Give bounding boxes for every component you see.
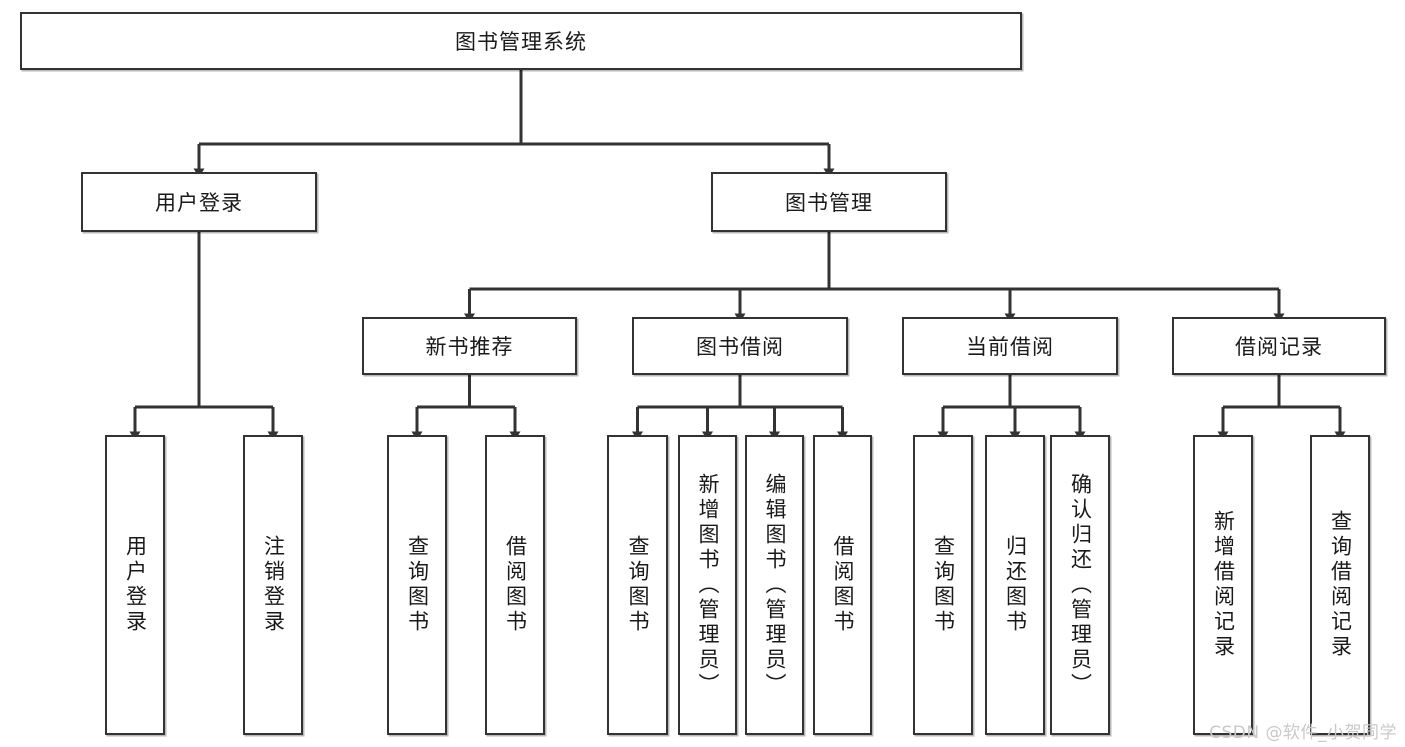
node-label: 编辑图书（管理员） <box>763 472 787 698</box>
node-user-login: 用户登录 <box>81 172 317 232</box>
node-book-manage: 图书管理 <box>711 172 947 232</box>
node-label: 用户登录 <box>123 535 148 635</box>
node-label: 借阅图书 <box>831 535 855 635</box>
node-leaf-add-borrow-record: 新增借阅记录 <box>1193 435 1253 735</box>
node-label: 确认归还（管理员） <box>1068 472 1093 698</box>
node-leaf-confirm-return-admin: 确认归还（管理员） <box>1050 435 1110 735</box>
node-label: 归还图书 <box>1003 535 1028 635</box>
node-leaf-borrow-book-2: 借阅图书 <box>813 435 872 735</box>
node-label: 图书借阅 <box>696 335 784 359</box>
node-current-borrow: 当前借阅 <box>902 317 1118 375</box>
node-leaf-logout: 注销登录 <box>243 435 303 735</box>
node-label: 查询图书 <box>626 535 650 635</box>
node-leaf-query-book-2: 查询图书 <box>607 435 668 735</box>
node-leaf-query-book-1: 查询图书 <box>387 435 447 735</box>
node-root: 图书管理系统 <box>20 12 1022 70</box>
node-label: 新增图书（管理员） <box>696 472 720 698</box>
node-new-book-recommend: 新书推荐 <box>362 317 577 375</box>
node-label: 借阅记录 <box>1235 335 1323 359</box>
node-leaf-add-book-admin: 新增图书（管理员） <box>678 435 737 735</box>
node-label: 查询图书 <box>931 535 956 635</box>
node-label: 新书推荐 <box>425 335 514 359</box>
node-leaf-return-book: 归还图书 <box>985 435 1045 735</box>
node-leaf-edit-book-admin: 编辑图书（管理员） <box>745 435 804 735</box>
node-leaf-query-borrow-record: 查询借阅记录 <box>1310 435 1370 735</box>
node-label: 图书管理系统 <box>455 30 587 54</box>
node-label: 图书管理 <box>785 191 873 215</box>
node-leaf-borrow-book-1: 借阅图书 <box>485 435 545 735</box>
node-leaf-query-book-3: 查询图书 <box>913 435 973 735</box>
node-label: 注销登录 <box>261 535 286 635</box>
node-label: 当前借阅 <box>966 335 1054 359</box>
node-label: 借阅图书 <box>503 535 528 635</box>
node-book-borrow: 图书借阅 <box>632 317 848 375</box>
node-leaf-user-login: 用户登录 <box>105 435 165 735</box>
node-label: 查询借阅记录 <box>1328 510 1353 660</box>
node-label: 用户登录 <box>155 191 243 215</box>
csdn-watermark: CSDN @软件_小贺同学 <box>1209 723 1397 743</box>
node-borrow-record: 借阅记录 <box>1172 317 1386 375</box>
node-label: 查询图书 <box>405 535 430 635</box>
node-label: 新增借阅记录 <box>1211 510 1236 660</box>
